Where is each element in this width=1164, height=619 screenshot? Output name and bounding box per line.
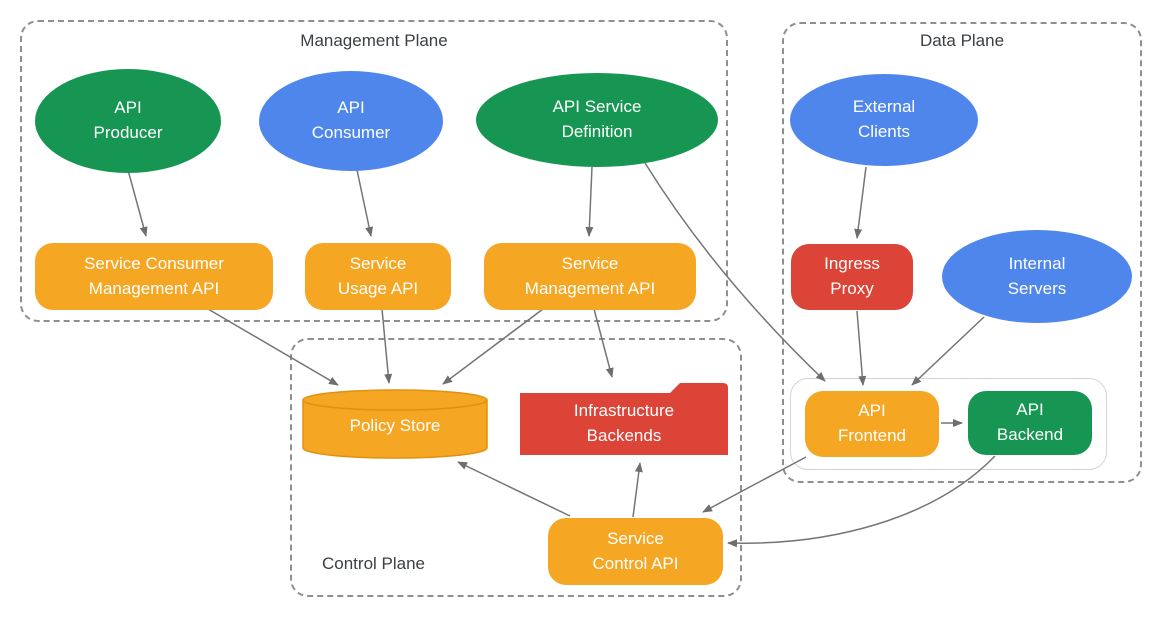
node-api-backend: API Backend xyxy=(968,391,1092,455)
management-plane-label: Management Plane xyxy=(300,31,448,50)
node-policy-store: Policy Store xyxy=(302,389,488,460)
control-plane-label: Control Plane xyxy=(322,554,426,573)
service-management-api-label: Service Management API xyxy=(524,253,656,298)
external-clients-label: External Clients xyxy=(852,97,916,141)
data-plane-label: Data Plane xyxy=(919,31,1005,50)
node-service-consumer-management-api: Service Consumer Management API xyxy=(35,243,273,310)
node-api-frontend: API Frontend xyxy=(805,391,939,457)
node-internal-servers: Internal Servers xyxy=(942,230,1132,323)
api-backend-label: API Backend xyxy=(996,400,1064,444)
service-consumer-management-api-label: Service Consumer Management API xyxy=(84,253,224,298)
node-service-control-api: Service Control API xyxy=(548,518,723,585)
api-service-definition-label: API Service Definition xyxy=(552,97,642,141)
api-producer-label: API Producer xyxy=(93,98,163,142)
node-service-management-api: Service Management API xyxy=(484,243,696,310)
node-service-usage-api: Service Usage API xyxy=(305,243,451,310)
folder-icon xyxy=(520,383,728,455)
infrastructure-backends-label: Infrastructure Backends xyxy=(573,401,675,445)
node-api-consumer: API Consumer xyxy=(259,71,443,171)
node-external-clients: External Clients xyxy=(790,74,978,166)
node-api-producer: API Producer xyxy=(35,69,221,173)
database-cylinder-icon xyxy=(302,389,488,459)
node-ingress-proxy: Ingress Proxy xyxy=(791,244,913,310)
node-api-service-definition: API Service Definition xyxy=(476,73,718,167)
policy-store-label: Policy Store xyxy=(349,416,441,435)
service-usage-api-label: Service Usage API xyxy=(337,253,419,298)
service-control-api-label: Service Control API xyxy=(592,528,679,573)
ingress-proxy-label: Ingress Proxy xyxy=(824,254,880,298)
api-consumer-label: API Consumer xyxy=(311,98,391,142)
api-frontend-label: API Frontend xyxy=(837,401,907,445)
node-infrastructure-backends: Infrastructure Backends xyxy=(520,383,728,455)
internal-servers-label: Internal Servers xyxy=(1007,253,1067,298)
